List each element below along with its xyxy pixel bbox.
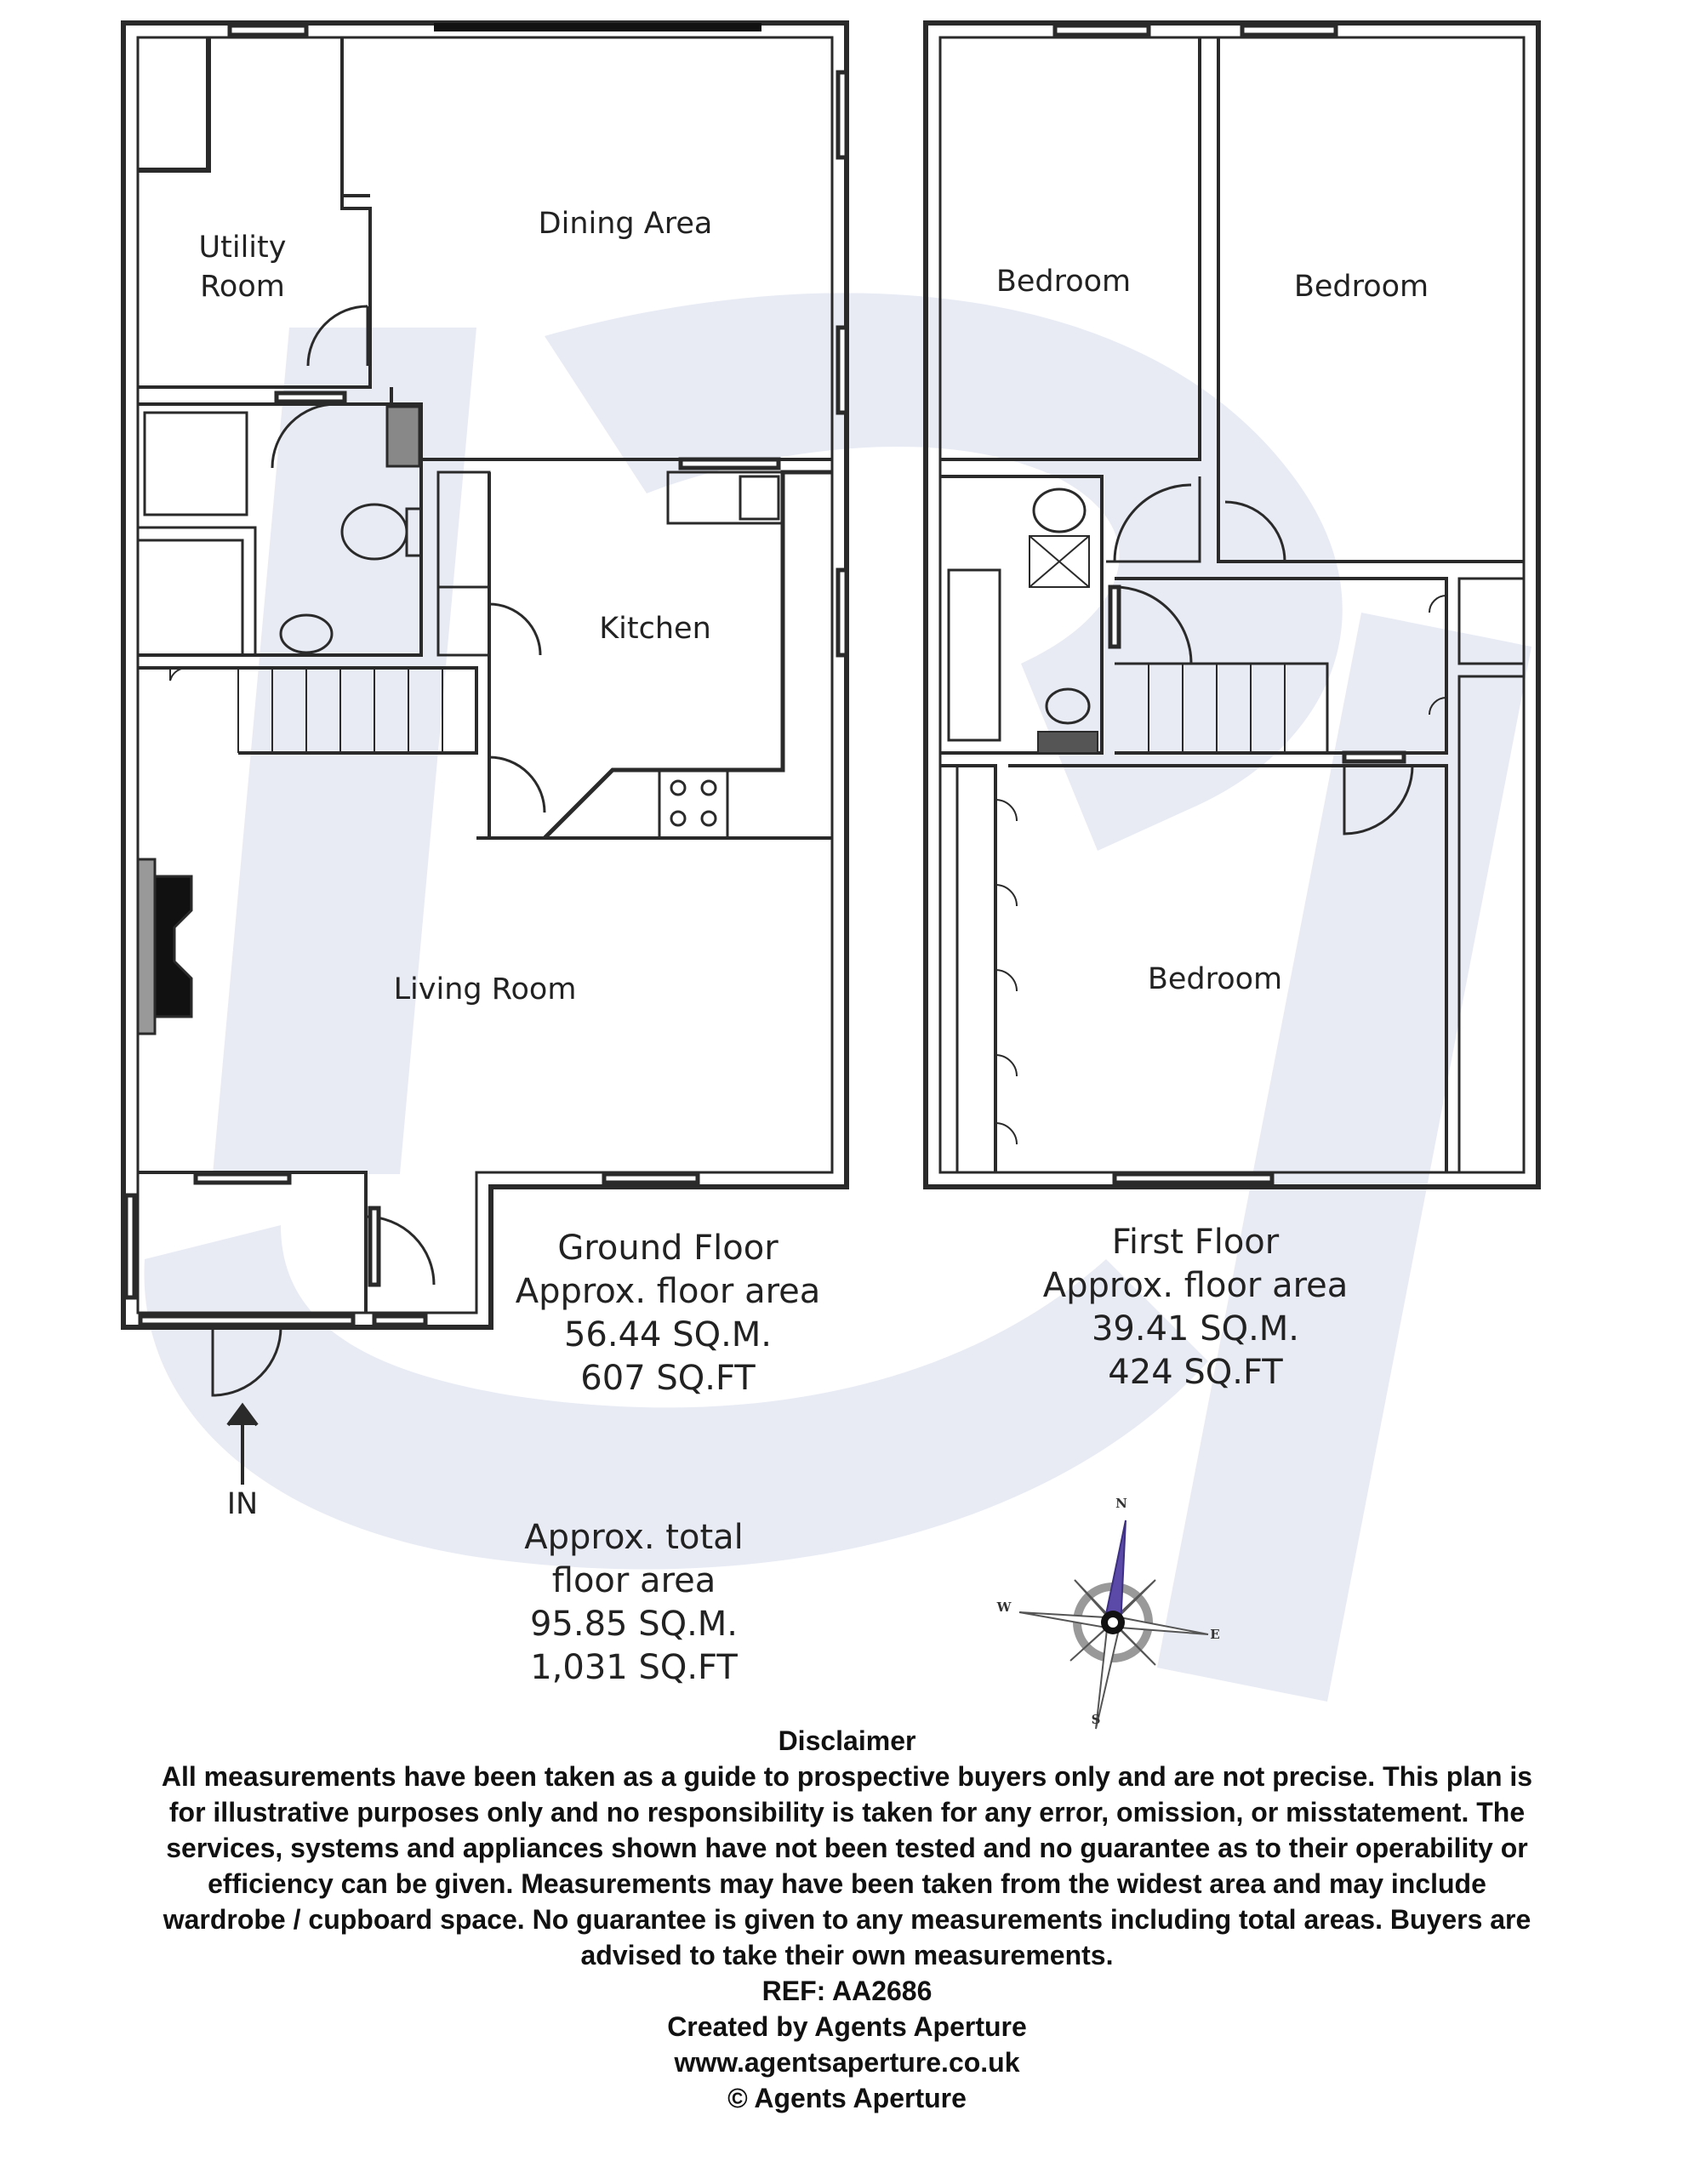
disclaimer-line: advised to take their own measurements.	[580, 1940, 1114, 1970]
entrance-label: IN	[226, 1487, 259, 1521]
compass-east: E	[1210, 1627, 1220, 1642]
website-link[interactable]: www.agentsaperture.co.uk	[674, 2047, 1020, 2078]
watermark-logo	[144, 293, 1531, 1702]
reference: REF: AA2686	[761, 1976, 933, 2006]
disclaimer-line: efficiency can be given. Measurements ma…	[208, 1868, 1486, 1899]
bedroom-label: Bedroom	[995, 265, 1132, 299]
compass-rose	[1018, 1520, 1209, 1730]
bedroom-label: Bedroom	[1293, 270, 1429, 304]
first-floor-plan	[923, 20, 1541, 1189]
first-floor-area: First Floor Approx. floor area 39.41 SQ.…	[1042, 1223, 1349, 1392]
total-floor-area: Approx. total floor area 95.85 SQ.M. 1,0…	[524, 1518, 744, 1687]
disclaimer-line: for illustrative purposes only and no re…	[168, 1797, 1526, 1828]
disclaimer-line: All measurements have been taken as a gu…	[161, 1761, 1533, 1792]
copyright: © Agents Aperture	[727, 2083, 967, 2113]
compass-west: W	[996, 1600, 1012, 1615]
bedroom-label: Bedroom	[1147, 962, 1283, 996]
ground-floor-area: Ground Floor Approx. floor area 56.44 SQ…	[515, 1229, 821, 1398]
living-room-label: Living Room	[393, 972, 577, 1006]
disclaimer-heading: Disclaimer	[778, 1725, 916, 1756]
utility-room-label: Utility Room	[198, 231, 287, 304]
entrance-arrow	[226, 1402, 259, 1485]
disclaimer: Disclaimer All measurements have been ta…	[26, 1723, 1668, 2116]
created-by: Created by Agents Aperture	[667, 2011, 1027, 2042]
kitchen-label: Kitchen	[599, 612, 711, 646]
compass-north: N	[1115, 1496, 1127, 1511]
dining-area-label: Dining Area	[538, 207, 713, 241]
disclaimer-line: services, systems and appliances shown h…	[166, 1833, 1528, 1863]
compass-south: S	[1091, 1712, 1101, 1727]
ground-floor-plan	[121, 20, 849, 1397]
disclaimer-line: wardrobe / cupboard space. No guarantee …	[163, 1904, 1531, 1935]
